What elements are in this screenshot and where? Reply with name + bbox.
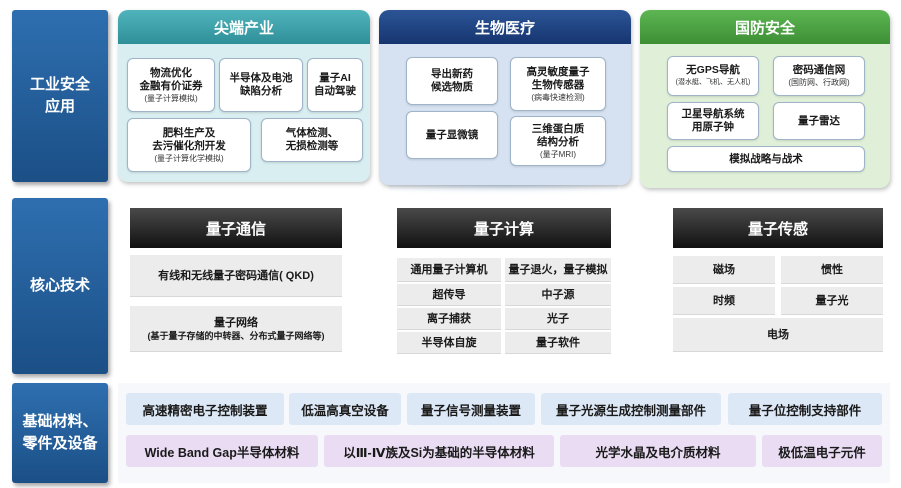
bio-glow <box>318 180 688 208</box>
card-label: 量子AI 自动驾驶 <box>314 72 356 97</box>
card-logistics-finance: 物流优化 金融有价证券 (量子计算模拟) <box>127 58 215 112</box>
card-sub: (量子计算模拟) <box>144 93 198 103</box>
card-label: 高灵敏度量子 生物传感器 <box>526 65 590 91</box>
tech-electric-field: 电场 <box>673 318 883 352</box>
tech-quantum-software: 量子软件 <box>505 332 611 354</box>
card-atomic-clock: 卫星导航系统 用原子钟 <box>667 102 759 140</box>
card-label: 无GPS导航 <box>686 64 740 76</box>
tech-semiconductor-spin: 半导体自旋 <box>397 332 501 354</box>
tech-qkd: 有线和无线量子密码通信( QKD) <box>130 255 342 297</box>
tech-label: 量子网络 <box>214 316 258 329</box>
card-label: 肥料生产及 去污催化剂开发 <box>152 126 226 152</box>
tech-inertial: 惯性 <box>781 256 883 284</box>
panel-bio-title: 生物医疗 <box>379 10 631 44</box>
found-iii-v-semiconductor: 以Ⅲ-Ⅳ族及Si为基础的半导体材料 <box>324 435 554 467</box>
card-no-gps-navigation: 无GPS导航 (潜水艇、飞机、无人机) <box>667 56 759 96</box>
card-label: 物流优化 金融有价证券 <box>139 66 203 92</box>
card-quantum-ai: 量子AI 自动驾驶 <box>307 58 363 112</box>
card-label: 半导体及电池 缺陷分析 <box>229 72 293 97</box>
tech-label: 有线和无线量子密码通信( QKD) <box>158 269 314 282</box>
card-sub: (国防网、行政网) <box>788 78 850 87</box>
card-label: 模拟战略与战术 <box>729 152 803 165</box>
tech-ion-trap: 离子捕获 <box>397 308 501 330</box>
card-gas-detection: 气体检测、 无损检测等 <box>261 118 363 162</box>
found-signal-measurement: 量子信号测量装置 <box>407 393 535 425</box>
card-bio-sensor: 高灵敏度量子 生物传感器 (病毒快速检测) <box>510 57 606 111</box>
found-wide-band-gap: Wide Band Gap半导体材料 <box>126 435 318 467</box>
card-strategy-simulation: 模拟战略与战术 <box>667 146 865 172</box>
card-label: 气体检测、 无损检测等 <box>285 127 339 152</box>
panel-advanced-title: 尖端产业 <box>118 10 370 44</box>
card-quantum-radar: 量子雷达 <box>773 102 865 140</box>
tech-head-sensing: 量子传感 <box>673 208 883 248</box>
tech-superconducting: 超传导 <box>397 284 501 306</box>
row-label-application: 工业安全 应用 <box>12 10 108 182</box>
card-sub: (病毒快速检测) <box>531 92 585 102</box>
card-crypto-network: 密码通信网 (国防网、行政网) <box>773 56 865 96</box>
card-new-drug: 导出新药 候选物质 <box>406 57 498 105</box>
card-sub: (量子计算化学模拟) <box>154 153 224 163</box>
card-label: 卫星导航系统 用原子钟 <box>681 108 745 133</box>
card-protein-structure: 三维蛋白质 结构分析 (量子MRI) <box>510 116 606 166</box>
tech-sub: (基于量子存储的中转器、分布式量子网络等) <box>147 330 325 341</box>
card-quantum-microscope: 量子显微镜 <box>406 111 498 159</box>
tech-head-communication: 量子通信 <box>130 208 342 248</box>
tech-head-computing: 量子计算 <box>397 208 611 248</box>
found-cryo-electronics: 极低温电子元件 <box>762 435 882 467</box>
tech-universal-qc: 通用量子计算机 <box>397 258 501 282</box>
tech-photon: 光子 <box>505 308 611 330</box>
panel-defense: 国防安全 无GPS导航 (潜水艇、飞机、无人机) 密码通信网 (国防网、行政网)… <box>640 10 890 188</box>
card-label: 量子雷达 <box>798 114 840 127</box>
tech-quantum-network: 量子网络 (基于量子存储的中转器、分布式量子网络等) <box>130 306 342 352</box>
panel-advanced-industry: 尖端产业 物流优化 金融有价证券 (量子计算模拟) 半导体及电池 缺陷分析 量子… <box>118 10 370 182</box>
card-semiconductor-battery: 半导体及电池 缺陷分析 <box>219 58 303 112</box>
card-fertilizer-catalyst: 肥料生产及 去污催化剂开发 (量子计算化学模拟) <box>127 118 251 172</box>
found-optical-crystal: 光学水晶及电介质材料 <box>560 435 756 467</box>
panel-biomedical: 生物医疗 导出新药 候选物质 高灵敏度量子 生物传感器 (病毒快速检测) 量子显… <box>379 10 631 185</box>
tech-magnetic-field: 磁场 <box>673 256 775 284</box>
card-label: 导出新药 候选物质 <box>431 68 473 93</box>
card-sub: (量子MRI) <box>540 149 576 159</box>
card-label: 量子显微镜 <box>425 128 479 141</box>
tech-neutron-source: 中子源 <box>505 284 611 306</box>
card-label: 三维蛋白质 结构分析 <box>531 122 585 148</box>
found-qubit-control-parts: 量子位控制支持部件 <box>728 393 882 425</box>
tech-quantum-light: 量子光 <box>781 287 883 315</box>
found-cryogenic-vacuum: 低温高真空设备 <box>289 393 401 425</box>
tech-time-frequency: 时频 <box>673 287 775 315</box>
card-label: 密码通信网 <box>792 64 846 76</box>
row-label-foundation: 基础材料、 零件及设备 <box>12 383 108 483</box>
panel-defense-title: 国防安全 <box>640 10 890 44</box>
found-light-source-parts: 量子光源生成控制测量部件 <box>541 393 721 425</box>
found-electronic-control: 高速精密电子控制装置 <box>126 393 284 425</box>
card-sub: (潜水艇、飞机、无人机) <box>675 79 751 86</box>
tech-annealing: 量子退火，量子模拟 <box>505 258 611 282</box>
row-label-core: 核心技术 <box>12 198 108 374</box>
